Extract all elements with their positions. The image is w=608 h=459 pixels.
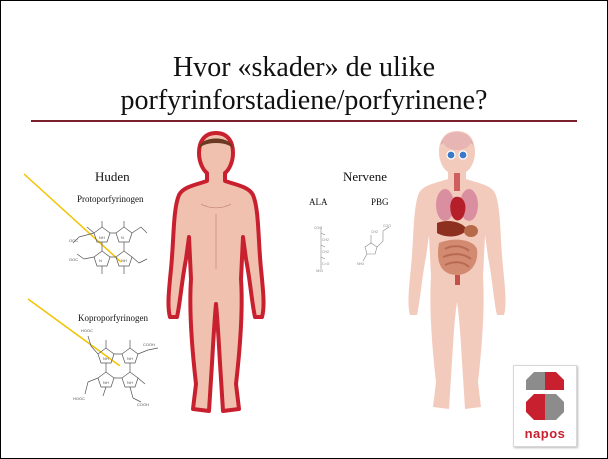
svg-text:CH2: CH2 [371,230,378,234]
svg-text:HOOC: HOOC [81,328,93,333]
svg-text:OOC: OOC [69,257,78,262]
slide-title: Hvor «skader» de ulike porfyrinforstadie… [1,51,607,117]
body-skin-figure [161,129,271,419]
anatomy-figure [397,125,517,420]
svg-text:NH: NH [127,380,133,385]
svg-text:NH: NH [121,258,127,263]
ala-label: ALA [309,197,328,207]
svg-text:C=O: C=O [322,262,330,266]
svg-text:NH3: NH3 [316,269,323,273]
svg-text:NH: NH [99,235,105,240]
svg-text:COOH: COOH [137,402,149,407]
title-divider [31,120,577,122]
svg-text:CH2: CH2 [322,250,329,254]
svg-text:N: N [121,235,124,240]
pbg-label: PBG [371,197,389,207]
svg-text:COO: COO [383,224,391,228]
title-line-2: porfyrinforstadiene/porfyrinene? [1,84,607,117]
napos-logo-shapes [514,368,576,424]
svg-text:OOC: OOC [69,238,78,243]
svg-text:NH: NH [103,356,109,361]
svg-text:NH: NH [127,356,133,361]
napos-logo: napos [513,365,577,447]
svg-text:HOOC: HOOC [73,396,85,401]
nerves-heading: Nervene [343,169,387,185]
svg-text:CH2: CH2 [322,238,329,242]
protoporphyrinogen-structure: OOC OOC NH N N NH [69,219,159,279]
coproporphyrinogen-structure: HOOC COOH HOOC COOH NH NH NH NH [73,326,168,408]
svg-text:COOH: COOH [143,342,155,347]
svg-text:NH: NH [103,380,109,385]
svg-text:N: N [99,258,102,263]
napos-logo-text: napos [514,426,576,441]
svg-text:NH3: NH3 [357,262,364,265]
title-line-1: Hvor «skader» de ulike [1,51,607,84]
svg-text:COO: COO [314,226,322,230]
